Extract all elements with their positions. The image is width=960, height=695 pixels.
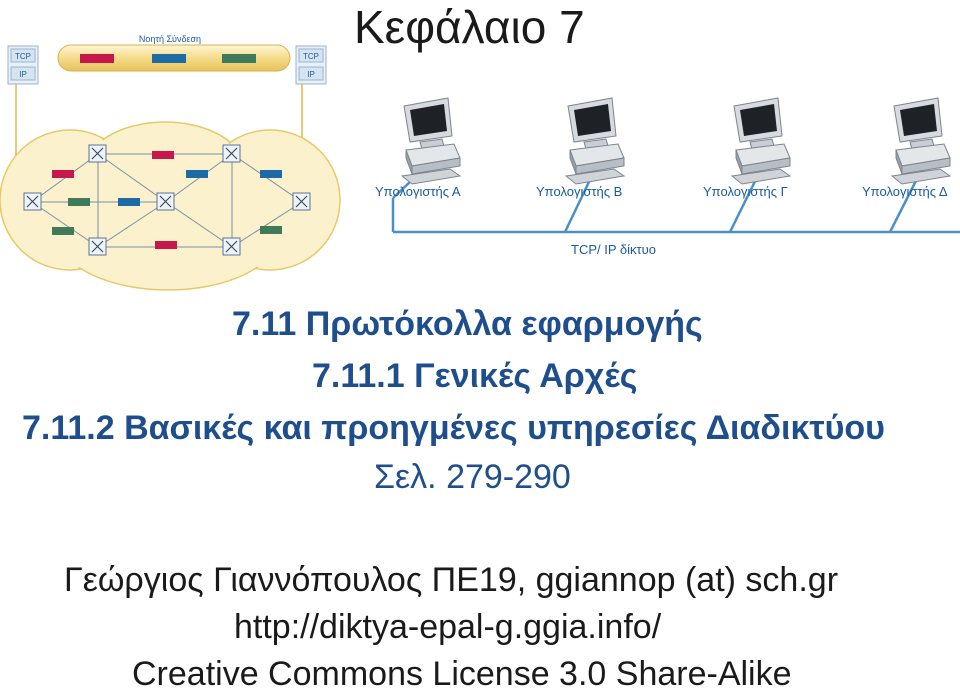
right-ip-label: IP [307, 70, 315, 79]
computer-c-label: Υπολογιστής Γ [703, 184, 788, 199]
router-icon [23, 192, 42, 211]
computer-a-label: Υπολογιστής Α [375, 184, 461, 199]
router-icon [292, 192, 311, 211]
subsection-heading-1: 7.11.1 Γενικές Αρχές [312, 357, 638, 395]
router-icon [88, 144, 107, 163]
network-label: TCP/ IP δίκτυο [571, 242, 656, 257]
left-host-stack: TCP IP [7, 45, 39, 85]
computer-d-label: Υπολογιστής Δ [862, 184, 948, 199]
left-ip-label: IP [19, 70, 27, 79]
right-tcp-label: TCP [303, 52, 319, 61]
subsection-heading-2: 7.11.2 Βασικές και προηγμένες υπηρεσίες … [22, 409, 885, 447]
left-tcp-label: TCP [15, 52, 31, 61]
router-icon [88, 237, 107, 256]
computer-a [401, 97, 461, 185]
router-icon [222, 144, 241, 163]
license-line: Creative Commons License 3.0 Share-Alike [132, 655, 792, 693]
page-reference: Σελ. 279-290 [374, 458, 571, 496]
routers [23, 144, 311, 256]
author-line: Γεώργιος Γιαννόπουλος ΠΕ19, ggiannop (at… [64, 561, 839, 599]
computer-b [565, 97, 625, 185]
virtual-link-label: Νοητή Σύνδεση [139, 34, 201, 44]
packet-blue [152, 54, 186, 63]
router-icon [222, 237, 241, 256]
packet-red [80, 54, 114, 63]
slide-title: Κεφάλαιο 7 [354, 1, 585, 53]
packet-green [222, 54, 256, 63]
computer-b-label: Υπολογιστής Β [536, 184, 622, 199]
tcp-virtual-connection-diagram: Νοητή Σύνδεση TCP IP TCP IP [0, 34, 341, 291]
tcpip-network-diagram: Υπολογιστής Α Υπολογιστής Β Υπολογιστής … [375, 97, 960, 257]
website-link[interactable]: http://diktya-epal-g.ggia.info/ [234, 608, 662, 646]
virtual-link-tube [57, 44, 291, 72]
computer-c [731, 97, 791, 185]
packets [52, 151, 282, 249]
right-host-stack: TCP IP [295, 45, 327, 85]
section-heading: 7.11 Πρωτόκολλα εφαρμογής [232, 305, 703, 343]
computer-d [891, 97, 951, 185]
router-icon [156, 192, 175, 211]
